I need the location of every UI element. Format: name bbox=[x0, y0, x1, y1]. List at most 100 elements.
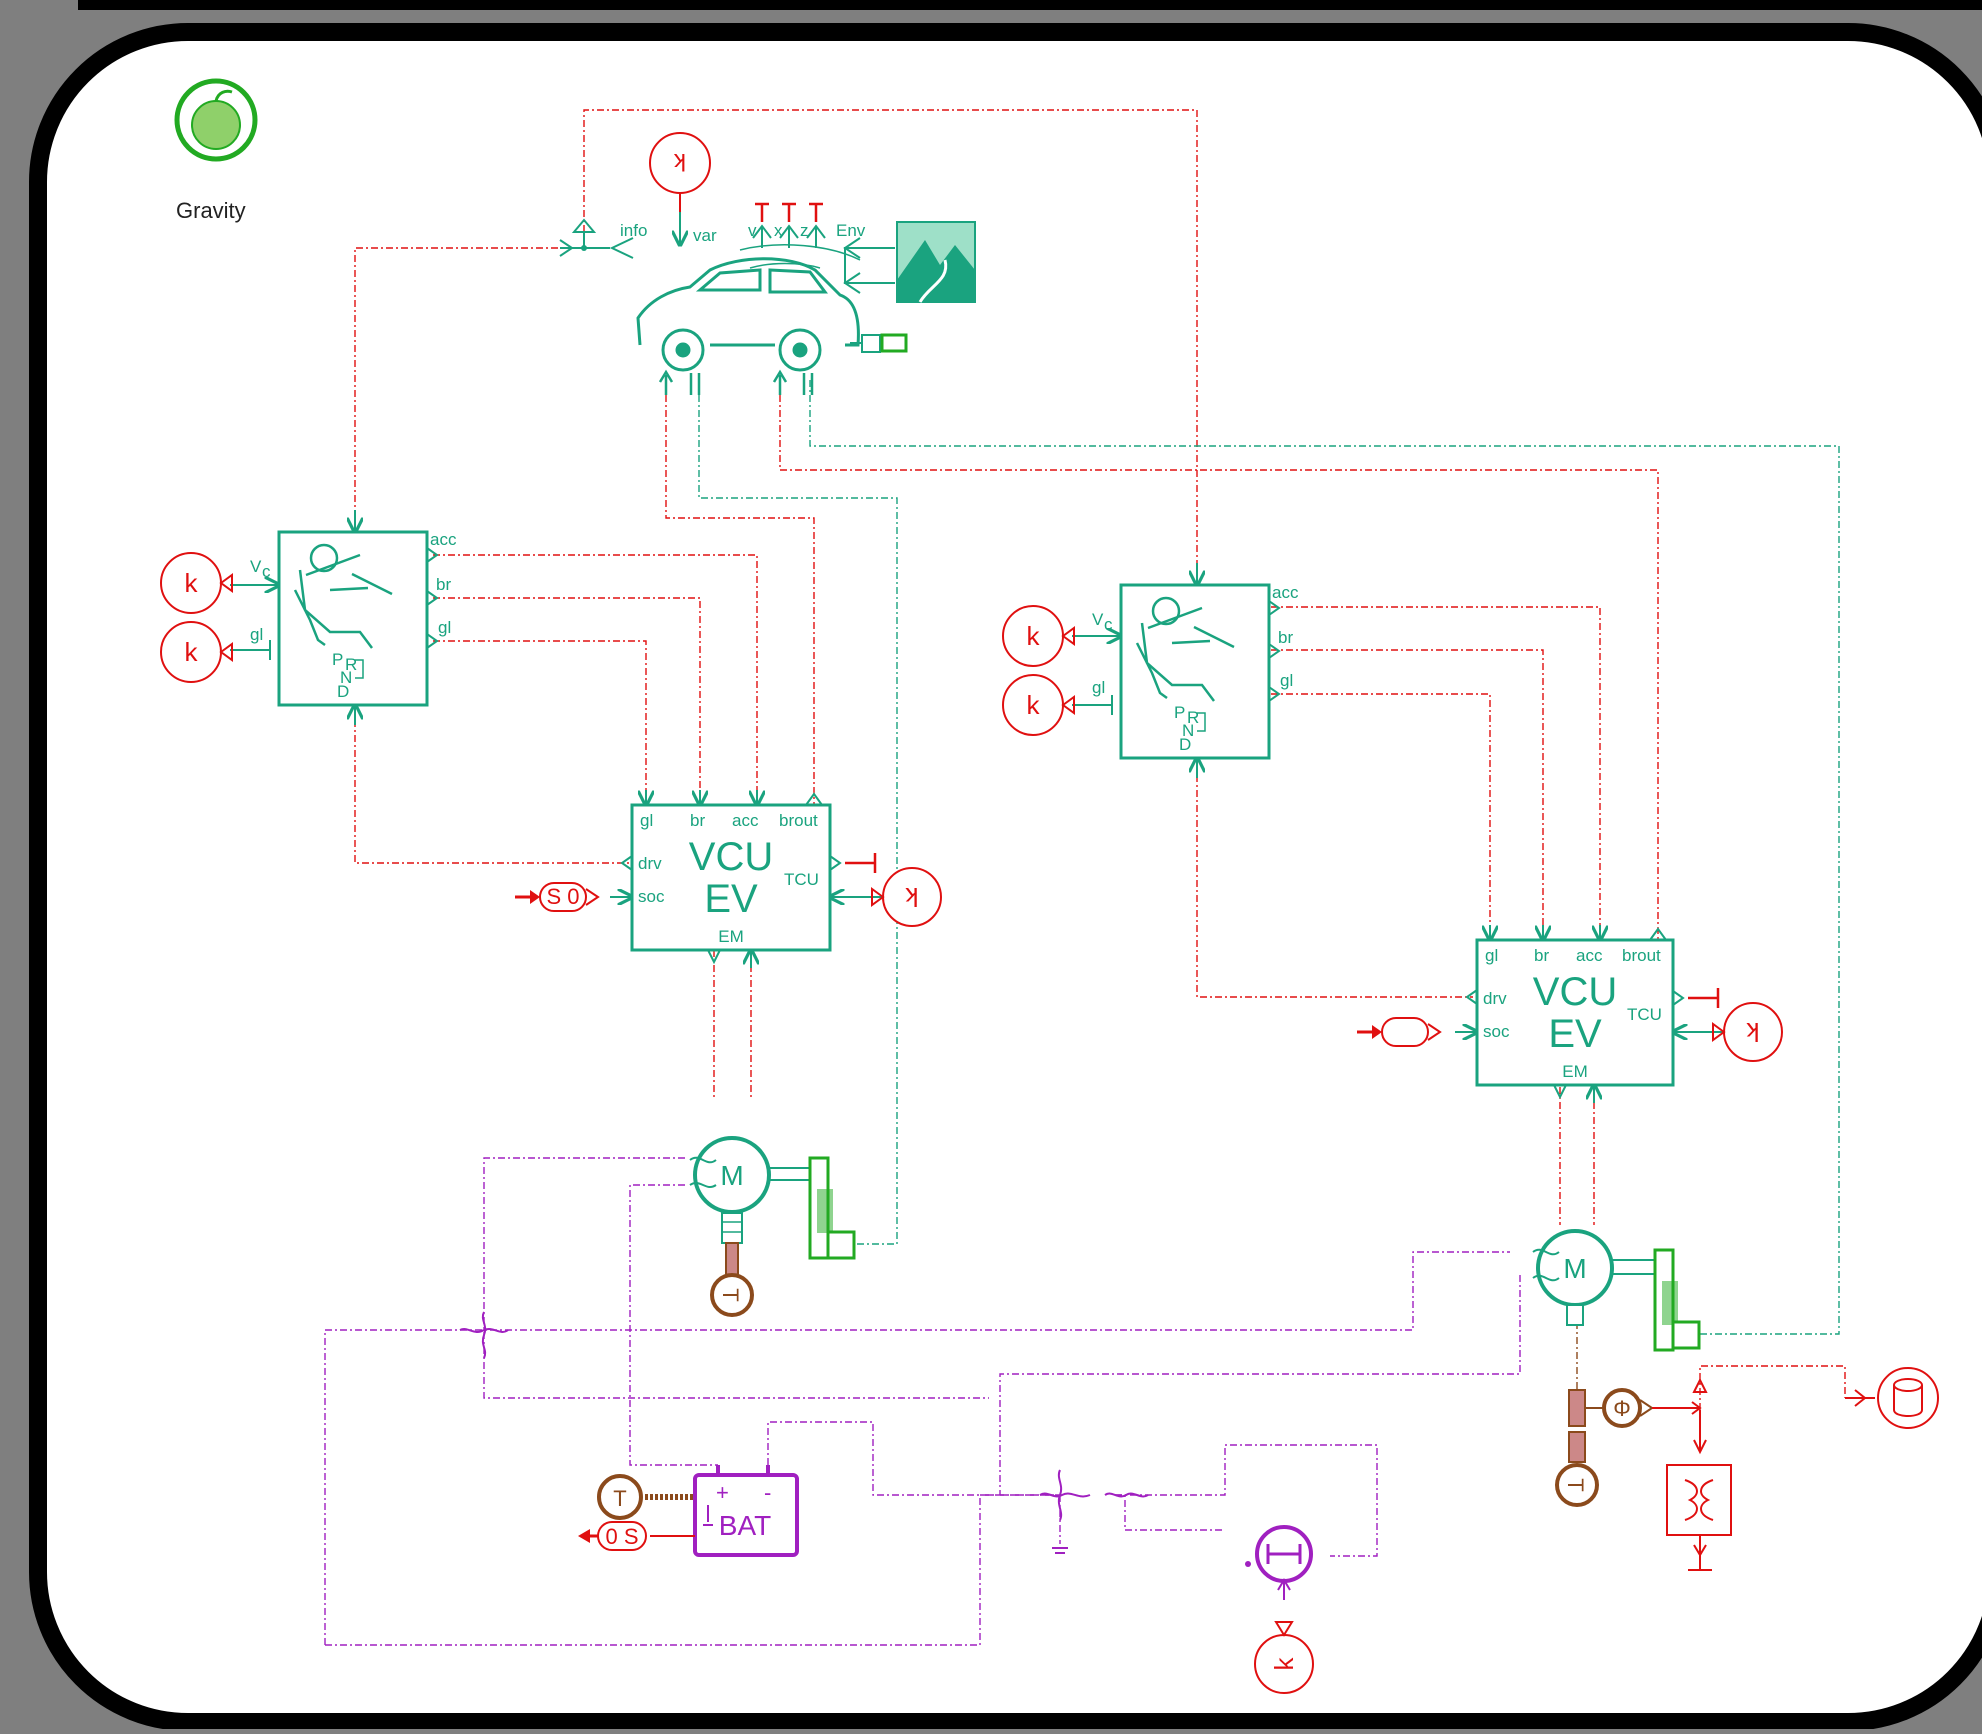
svg-text:acc: acc bbox=[430, 530, 457, 549]
svg-text:+: + bbox=[716, 1480, 729, 1505]
svg-text:k: k bbox=[905, 882, 919, 912]
car-icon bbox=[636, 244, 861, 372]
current-source[interactable]: k bbox=[1245, 1525, 1314, 1694]
driver-block-1[interactable]: P R N D V c gl acc br gl bbox=[230, 510, 457, 725]
apple-icon bbox=[174, 78, 258, 162]
environment-icon bbox=[896, 221, 976, 303]
svg-text:k: k bbox=[1269, 1657, 1299, 1671]
constant-k-1a[interactable]: k bbox=[160, 552, 233, 614]
var-label: var bbox=[693, 226, 717, 245]
svg-text:TCU: TCU bbox=[784, 870, 819, 889]
transmission-2 bbox=[1653, 1248, 1701, 1352]
svg-text:gl: gl bbox=[250, 625, 263, 644]
svg-text:T: T bbox=[1563, 1478, 1588, 1491]
gravity-block[interactable]: Gravity bbox=[174, 78, 258, 223]
svg-text:acc: acc bbox=[1576, 946, 1603, 965]
soc-source-2[interactable] bbox=[1357, 1017, 1442, 1047]
svg-text:br: br bbox=[690, 811, 705, 830]
svg-text:EM: EM bbox=[718, 927, 744, 946]
svg-text:gl: gl bbox=[1485, 946, 1498, 965]
signal-wires bbox=[354, 109, 1846, 1410]
svg-text:EV: EV bbox=[1548, 1012, 1602, 1056]
driver-block-2[interactable]: P R N D V c gl acc br gl bbox=[1072, 563, 1299, 778]
vehicle-block[interactable]: k var info v x z Env bbox=[559, 132, 976, 395]
svg-text:EM: EM bbox=[1562, 1062, 1588, 1081]
soc-sensor-bat[interactable]: 0 S bbox=[578, 1521, 695, 1551]
svg-text:drv: drv bbox=[1483, 989, 1507, 1008]
svg-text:c: c bbox=[1104, 615, 1113, 634]
svg-text:k: k bbox=[673, 148, 686, 175]
x-label: x bbox=[774, 221, 783, 240]
v-label: v bbox=[748, 221, 757, 240]
svg-text:S 0: S 0 bbox=[546, 884, 579, 909]
gain-block bbox=[1666, 1464, 1732, 1536]
svg-text:gl: gl bbox=[1092, 678, 1105, 697]
soc-source-1[interactable]: S 0 bbox=[515, 882, 600, 912]
driver-icon bbox=[1135, 596, 1235, 702]
electrical-node-3 bbox=[1104, 1492, 1149, 1498]
diagram-panel bbox=[29, 23, 1982, 1731]
svg-text:soc: soc bbox=[638, 887, 665, 906]
constant-k-1b[interactable]: k bbox=[160, 621, 233, 683]
svg-text:br: br bbox=[1534, 946, 1549, 965]
svg-text:soc: soc bbox=[1483, 1022, 1510, 1041]
info-label: info bbox=[620, 221, 647, 240]
z-label: z bbox=[800, 221, 809, 240]
electrical-node-1 bbox=[459, 1311, 509, 1359]
svg-text:P: P bbox=[1174, 703, 1185, 722]
svg-text:VCU: VCU bbox=[1533, 970, 1617, 1014]
constant-k-2a[interactable]: k bbox=[1002, 605, 1075, 667]
svg-text:Φ: Φ bbox=[1613, 1396, 1631, 1421]
motor-2[interactable]: M bbox=[1532, 1229, 1701, 1352]
transmission-1 bbox=[808, 1156, 856, 1260]
svg-text:k: k bbox=[185, 637, 199, 667]
svg-text:N: N bbox=[340, 668, 352, 687]
thermal-source-bat[interactable]: T bbox=[597, 1474, 695, 1520]
svg-text:BAT: BAT bbox=[719, 1510, 771, 1541]
top-bar bbox=[78, 0, 1982, 10]
mechanical-wires bbox=[698, 380, 1840, 1335]
svg-text:VCU: VCU bbox=[689, 835, 773, 879]
motor-1[interactable]: M bbox=[689, 1136, 856, 1260]
driver-icon bbox=[293, 543, 393, 649]
vcu-block-2[interactable]: gl br acc brout drv soc TCU VCU EV EM bbox=[1455, 925, 1728, 1103]
svg-text:P: P bbox=[332, 650, 343, 669]
svg-text:gl: gl bbox=[438, 618, 451, 637]
svg-text:D: D bbox=[337, 682, 349, 701]
svg-text:0 S: 0 S bbox=[605, 1524, 638, 1549]
signal-chain-2[interactable] bbox=[1652, 1367, 1939, 1571]
svg-text:c: c bbox=[262, 562, 271, 581]
svg-text:D: D bbox=[1179, 735, 1191, 754]
svg-text:drv: drv bbox=[638, 854, 662, 873]
svg-text:V: V bbox=[250, 557, 262, 576]
svg-text:M: M bbox=[1563, 1253, 1586, 1284]
env-label: Env bbox=[836, 221, 866, 240]
svg-text:k: k bbox=[1027, 621, 1041, 651]
svg-text:R: R bbox=[345, 655, 357, 674]
svg-text:k: k bbox=[185, 568, 199, 598]
svg-text:V: V bbox=[1092, 610, 1104, 629]
constant-k-2b[interactable]: k bbox=[1002, 674, 1075, 736]
svg-text:gl: gl bbox=[1280, 671, 1293, 690]
svg-text:acc: acc bbox=[732, 811, 759, 830]
svg-text:T: T bbox=[613, 1486, 626, 1511]
constant-k-tcu-2[interactable]: k bbox=[1712, 1002, 1783, 1062]
svg-text:brout: brout bbox=[1622, 946, 1661, 965]
svg-text:R: R bbox=[1187, 708, 1199, 727]
constant-k-tcu-1[interactable]: k bbox=[871, 867, 942, 927]
svg-text:k: k bbox=[1746, 1017, 1760, 1047]
data-store-icon bbox=[1877, 1367, 1939, 1429]
electrical-node-2 bbox=[1039, 1469, 1091, 1554]
thermal-source-1[interactable]: T bbox=[710, 1242, 754, 1317]
svg-text:T: T bbox=[718, 1288, 743, 1301]
svg-text:-: - bbox=[764, 1480, 771, 1505]
svg-text:acc: acc bbox=[1272, 583, 1299, 602]
svg-text:brout: brout bbox=[779, 811, 818, 830]
svg-text:TCU: TCU bbox=[1627, 1005, 1662, 1024]
vcu-block-1[interactable]: gl br acc brout drv soc TCU VCU EV EM bbox=[610, 790, 885, 968]
battery[interactable]: + - BAT bbox=[693, 1465, 799, 1557]
svg-text:gl: gl bbox=[640, 811, 653, 830]
gravity-label: Gravity bbox=[176, 198, 246, 223]
